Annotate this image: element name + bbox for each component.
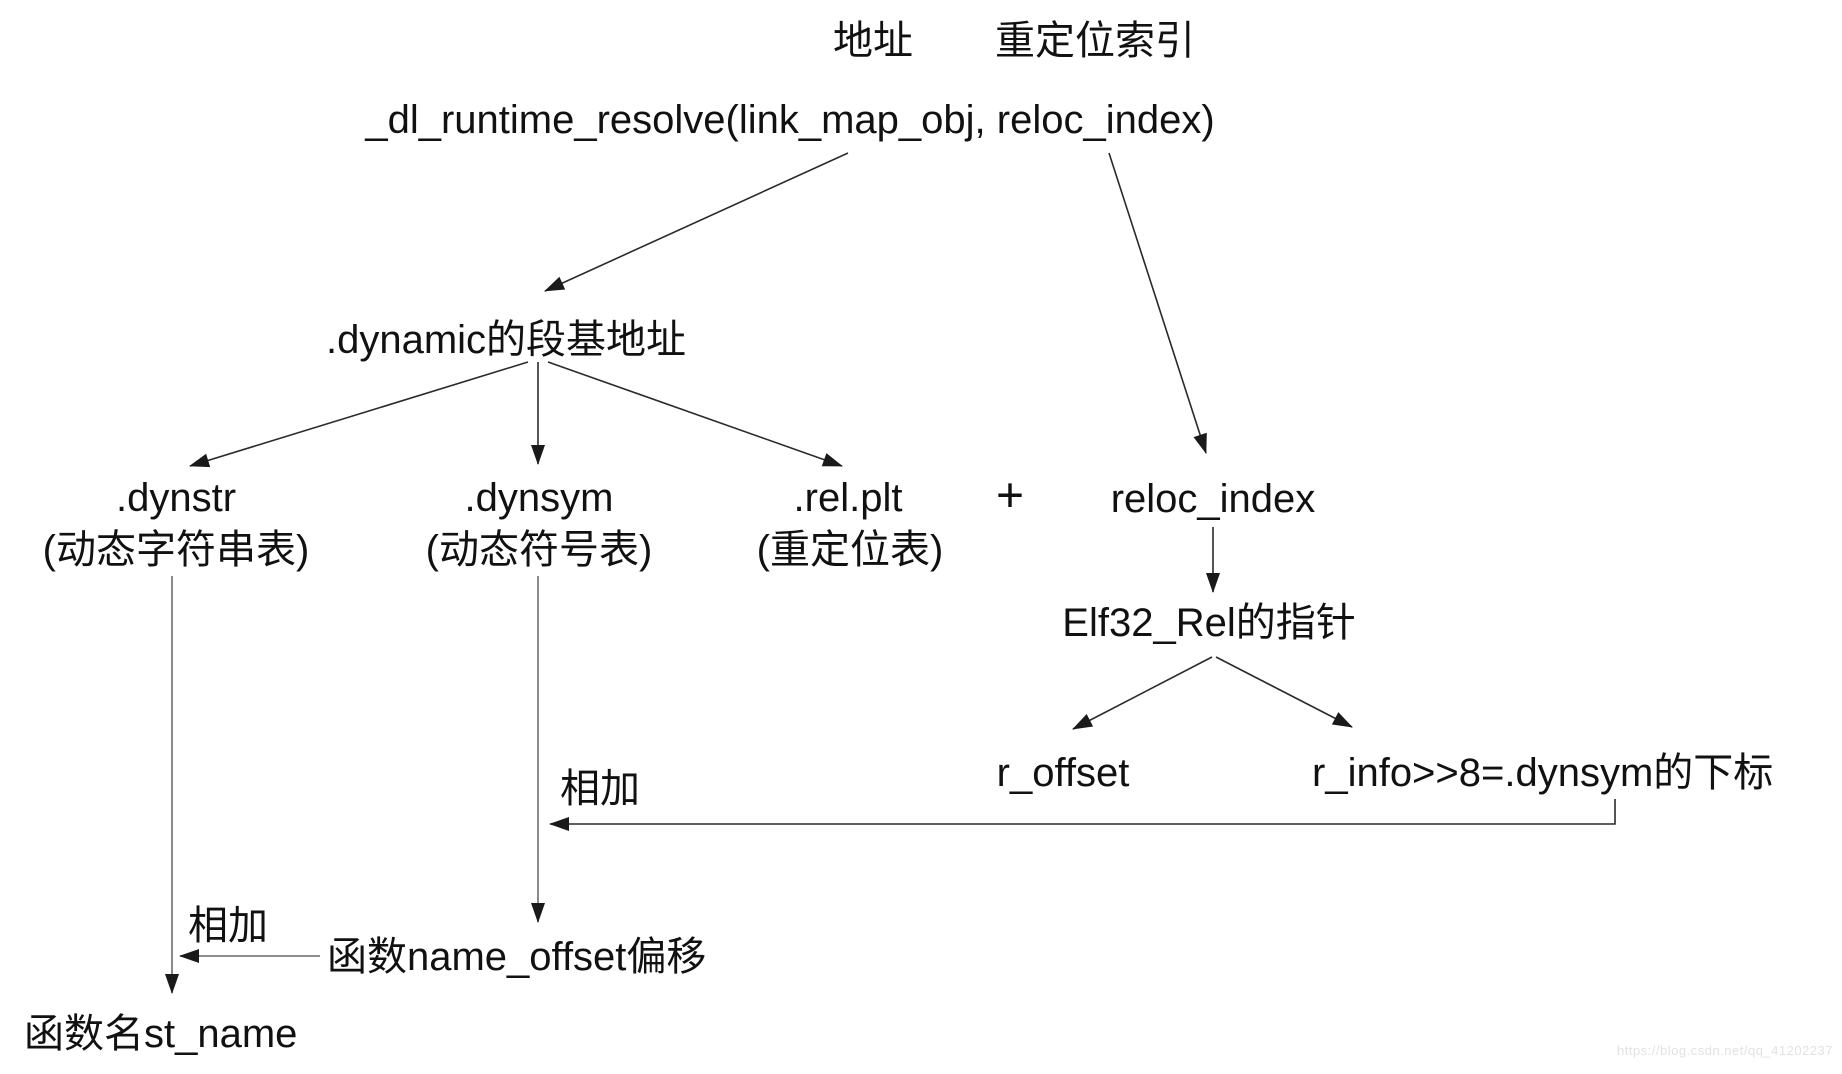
node-dynamic-base: .dynamic的段基地址: [325, 318, 687, 362]
arrow-elf32-to-rinfo: [1215, 656, 1353, 728]
arrow-elf32-to-roffset: [1072, 656, 1213, 730]
label-add-lower: 相加: [188, 904, 268, 948]
arrow-func-to-reloc-index: [1108, 152, 1207, 454]
node-relplt: .rel.plt: [793, 476, 903, 520]
plus-sign: +: [995, 469, 1025, 523]
node-dynstr: .dynstr: [115, 476, 237, 520]
watermark-text: https://blog.csdn.net/qq_41202237: [1617, 1043, 1833, 1058]
node-dynsym: .dynsym: [464, 476, 614, 520]
node-elf32-rel-pointer: Elf32_Rel的指针: [1062, 601, 1356, 645]
node-name-offset: 函数name_offset偏移: [327, 935, 707, 979]
arrow-func-to-dynamic-base: [544, 152, 849, 292]
arrow-dynamic-to-relplt: [547, 361, 843, 467]
node-reloc-index: reloc_index: [1110, 477, 1316, 521]
node-dynsym-note: (动态符号表): [425, 528, 653, 572]
label-add-upper: 相加: [560, 767, 640, 811]
node-r-offset: r_offset: [996, 751, 1130, 795]
label-reloc-index-param: 重定位索引: [995, 19, 1195, 63]
arrow-rinfo-to-dynsym-combine: [549, 799, 1616, 831]
label-address-param: 地址: [833, 19, 913, 63]
node-r-info: r_info>>8=.dynsym的下标: [1312, 751, 1774, 795]
node-dynstr-note: (动态字符串表): [42, 528, 310, 572]
node-relplt-note: (重定位表): [756, 528, 944, 572]
function-call-text: _dl_runtime_resolve(link_map_obj, reloc_…: [365, 98, 1215, 142]
arrow-dynamic-to-dynstr: [189, 361, 529, 468]
node-st-name: 函数名st_name: [24, 1012, 298, 1056]
